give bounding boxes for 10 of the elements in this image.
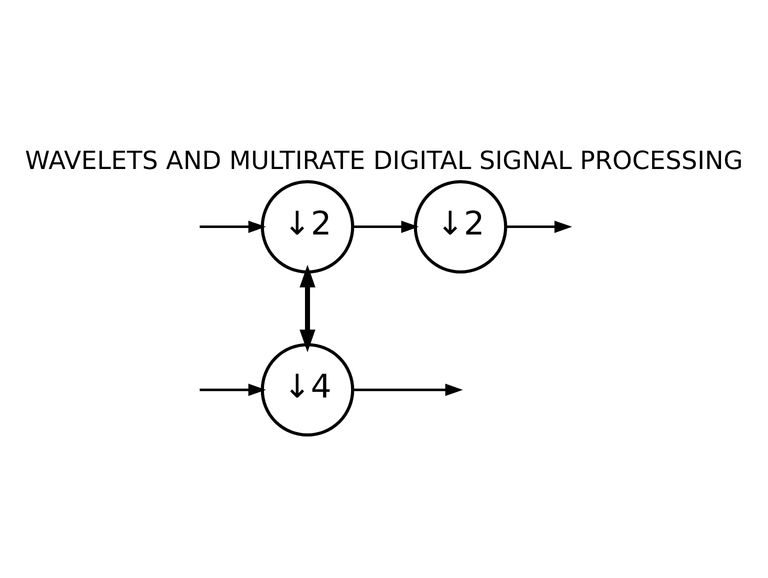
arrow: [200, 220, 266, 232]
node-circle: ↓4: [260, 342, 354, 436]
diagram-title: WAVELETS AND MULTIRATE DIGITAL SIGNAL PROCESSING: [25, 146, 743, 175]
arrow: [506, 220, 572, 232]
node-circle: ↓2: [260, 180, 354, 273]
arrow: [200, 383, 266, 396]
node-circle: ↓2: [414, 180, 508, 273]
arrow: [352, 383, 463, 396]
arrow: [352, 220, 419, 232]
arrow: [300, 264, 316, 352]
